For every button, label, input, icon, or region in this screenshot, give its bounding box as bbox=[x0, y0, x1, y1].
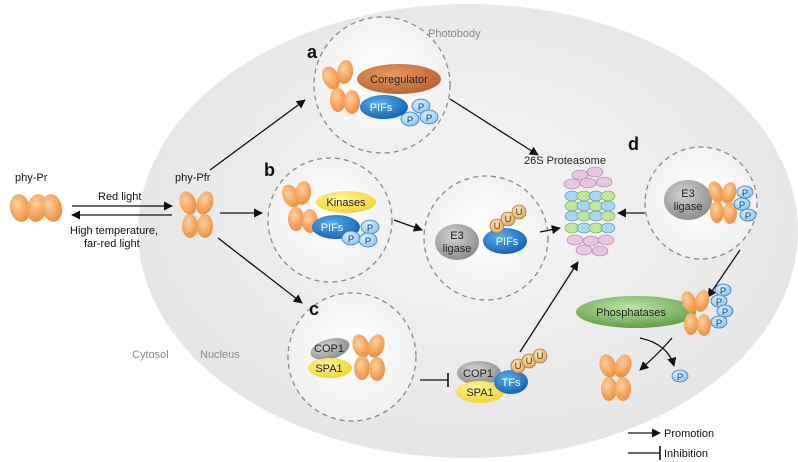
nucleus-label: Nucleus bbox=[200, 349, 240, 361]
panel-b-kinase-complex bbox=[282, 181, 380, 248]
panel-d-complex bbox=[664, 180, 757, 224]
u-label-c1: U bbox=[515, 361, 522, 372]
legend: Promotion Inhibition bbox=[628, 428, 714, 460]
p-label-b1: P bbox=[367, 223, 373, 234]
arrow-a-to-proteasome bbox=[449, 98, 539, 156]
arrow-b-to-e3 bbox=[393, 219, 423, 232]
u-label-b1: U bbox=[494, 221, 501, 232]
panel-letter-d: d bbox=[628, 134, 639, 154]
phy-pr-label: phy-Pr bbox=[15, 172, 48, 184]
reverse-label-2: far-red light bbox=[84, 238, 140, 250]
arrow-pfr-to-c bbox=[217, 237, 303, 304]
legend-promotion-label: Promotion bbox=[664, 428, 714, 440]
photobody-label: Photobody bbox=[428, 28, 481, 40]
panel-b-e3-complex bbox=[435, 204, 527, 260]
cytosol-label: Cytosol bbox=[132, 349, 169, 361]
coregulator-label: Coregulator bbox=[370, 74, 428, 86]
p-label-a2: P bbox=[407, 115, 413, 126]
phosphatases-label: Phosphatases bbox=[596, 307, 666, 319]
p-label-b3: P bbox=[365, 236, 371, 247]
e3-label-b-2: ligase bbox=[443, 243, 472, 255]
pifs-label-b-ub: PIFs bbox=[496, 236, 519, 248]
panel-c-complex bbox=[308, 334, 385, 381]
p-label-d1: P bbox=[742, 188, 748, 199]
cop1-label-c: COP1 bbox=[314, 343, 344, 355]
cop1-spa1-tfs-complex bbox=[456, 348, 548, 403]
free-phy-dimer bbox=[599, 354, 632, 401]
tfs-label: TFs bbox=[502, 377, 521, 389]
arrow-d-to-phosphatase bbox=[707, 249, 741, 298]
e3-label-d-2: ligase bbox=[674, 201, 703, 213]
arrow-to-free-p bbox=[639, 337, 677, 367]
legend-inhibition-label: Inhibition bbox=[664, 448, 708, 460]
u-label-b2: U bbox=[505, 214, 512, 225]
p-label-d2: P bbox=[739, 200, 745, 211]
phy-pfr-dimer bbox=[179, 191, 214, 238]
phy-pfr-label: phy-Pfr bbox=[175, 172, 211, 184]
phy-pr-dimer bbox=[9, 194, 63, 222]
free-phosphate bbox=[671, 369, 689, 383]
e3-label-b-1: E3 bbox=[450, 230, 463, 242]
p-label-ph4: P bbox=[716, 318, 722, 329]
p-label-d3: P bbox=[745, 211, 751, 222]
photobody-c bbox=[287, 292, 417, 422]
phosphatase-complex bbox=[576, 283, 734, 336]
arrow-pfr-to-a bbox=[209, 99, 306, 171]
proteasome-label: 26S Proteasome bbox=[524, 155, 606, 167]
spa1-label-c: SPA1 bbox=[315, 363, 342, 375]
kinases-label: Kinases bbox=[326, 197, 366, 209]
p-label-ph1: P bbox=[720, 286, 726, 297]
p-label-free: P bbox=[677, 372, 683, 383]
p-label-ph2: P bbox=[716, 297, 722, 308]
p-label-b2: P bbox=[348, 234, 354, 245]
u-label-b3: U bbox=[516, 207, 523, 218]
p-label-a3: P bbox=[426, 113, 432, 124]
cop1-label-out: COP1 bbox=[463, 368, 493, 380]
p-label-ph3: P bbox=[722, 307, 728, 318]
panel-letter-c: c bbox=[309, 299, 319, 319]
u-label-c3: U bbox=[537, 351, 544, 362]
panel-a-complex bbox=[322, 60, 441, 127]
reverse-label-1: High temperature, bbox=[70, 225, 158, 237]
panel-letter-b: b bbox=[264, 160, 275, 180]
arrow-e3-to-proteasome bbox=[539, 225, 561, 235]
red-light-label: Red light bbox=[98, 191, 141, 203]
spa1-label-out: SPA1 bbox=[466, 387, 493, 399]
arrow-tfs-to-proteasome bbox=[519, 261, 579, 353]
p-label-a1: P bbox=[418, 102, 424, 113]
pifs-label-b: PIFs bbox=[321, 222, 344, 234]
arrow-to-free-phy bbox=[639, 337, 673, 371]
pifs-label-a: PIFs bbox=[370, 102, 393, 114]
panel-letter-a: a bbox=[307, 42, 318, 62]
proteasome-icon bbox=[563, 166, 616, 257]
e3-label-d-1: E3 bbox=[681, 188, 694, 200]
u-label-c2: U bbox=[526, 356, 533, 367]
